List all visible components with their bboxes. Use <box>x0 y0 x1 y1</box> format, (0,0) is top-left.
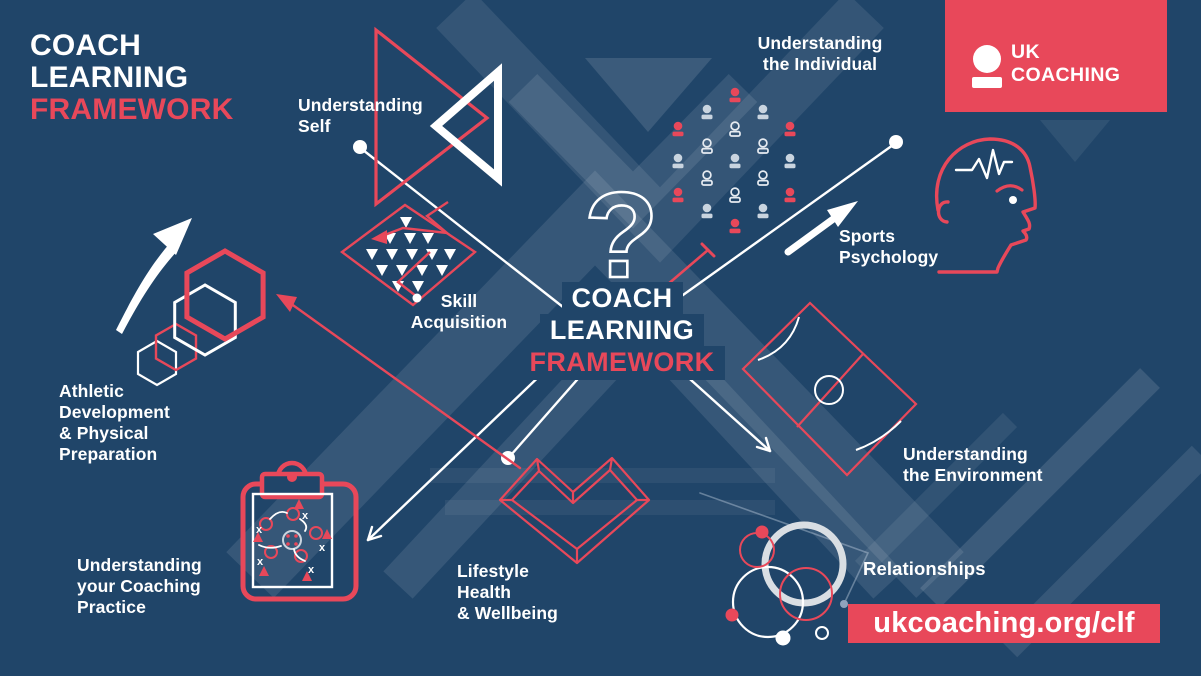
poster-title: COACH LEARNING FRAMEWORK <box>30 30 233 126</box>
poster-title-line3: FRAMEWORK <box>30 93 234 126</box>
label-skill-acquisition: Skill Acquisition <box>410 291 508 332</box>
center-title-line1: COACH <box>561 282 683 316</box>
label-understanding-environment: Understanding the Environment <box>903 444 1043 485</box>
poster-title-line2: LEARNING <box>30 61 189 94</box>
background-pattern <box>226 0 1201 658</box>
center-title: COACH LEARNING FRAMEWORK <box>452 282 792 380</box>
svg-text:x: x <box>257 556 264 568</box>
pitch-diamond-icon <box>741 301 918 477</box>
label-sports-psychology: Sports Psychology <box>839 226 939 267</box>
cone-markers <box>253 499 332 581</box>
svg-text:x: x <box>308 564 315 576</box>
svg-text:x: x <box>256 524 263 536</box>
tactics-clipboard-icon: x x x x x <box>240 460 359 602</box>
arrowhead <box>371 230 387 244</box>
heart-icon <box>498 456 651 565</box>
swoosh-tail <box>116 243 178 334</box>
url-banner[interactable]: ukcoaching.org/clf <box>848 604 1160 643</box>
uk-coaching-logo: UK COACHING <box>945 0 1167 112</box>
player-circles <box>259 507 323 563</box>
slalom-triangles <box>366 217 456 292</box>
label-lifestyle-health-wellbeing: Lifestyle Health & Wellbeing <box>457 561 558 623</box>
svg-text:x: x <box>302 510 309 522</box>
tactics-x-marks: x x x x x <box>256 510 326 576</box>
movement-arrows <box>258 510 308 562</box>
label-relationships: Relationships <box>863 558 986 579</box>
swoosh-arrowhead <box>153 218 192 255</box>
brainwave-line <box>954 148 1014 180</box>
logo-line1: UK <box>1011 41 1040 63</box>
poster-title-line1: COACH <box>30 29 141 62</box>
uk-coaching-logo-icon <box>972 45 1002 88</box>
connector-dot <box>889 135 903 149</box>
overlapping-circles-icon <box>725 521 847 646</box>
svg-text:x: x <box>319 542 326 554</box>
question-mark-icon: ? <box>584 167 659 303</box>
connector-dot <box>353 140 367 154</box>
center-title-line3: FRAMEWORK <box>519 346 725 380</box>
arrowhead <box>276 294 297 312</box>
eye-dot <box>1009 196 1017 204</box>
label-understanding-the-individual: Understanding the Individual <box>757 33 883 74</box>
uk-coaching-logo-text: UK COACHING <box>1011 41 1120 87</box>
triangle-slalom-icon <box>339 201 477 307</box>
connector-lines <box>276 135 903 608</box>
growth-arrow-hexagons-icon <box>116 218 266 387</box>
label-coaching-practice: Understanding your Coaching Practice <box>77 555 202 617</box>
head-profile-icon <box>934 137 1037 274</box>
center-title-line2: LEARNING <box>539 314 705 348</box>
label-understanding-self: Understanding Self <box>298 95 423 136</box>
logo-line2: COACHING <box>1011 64 1121 86</box>
label-athletic-development: Athletic Development & Physical Preparat… <box>59 381 170 464</box>
nested-triangles-icon <box>374 26 502 208</box>
arrowhead <box>827 201 858 227</box>
